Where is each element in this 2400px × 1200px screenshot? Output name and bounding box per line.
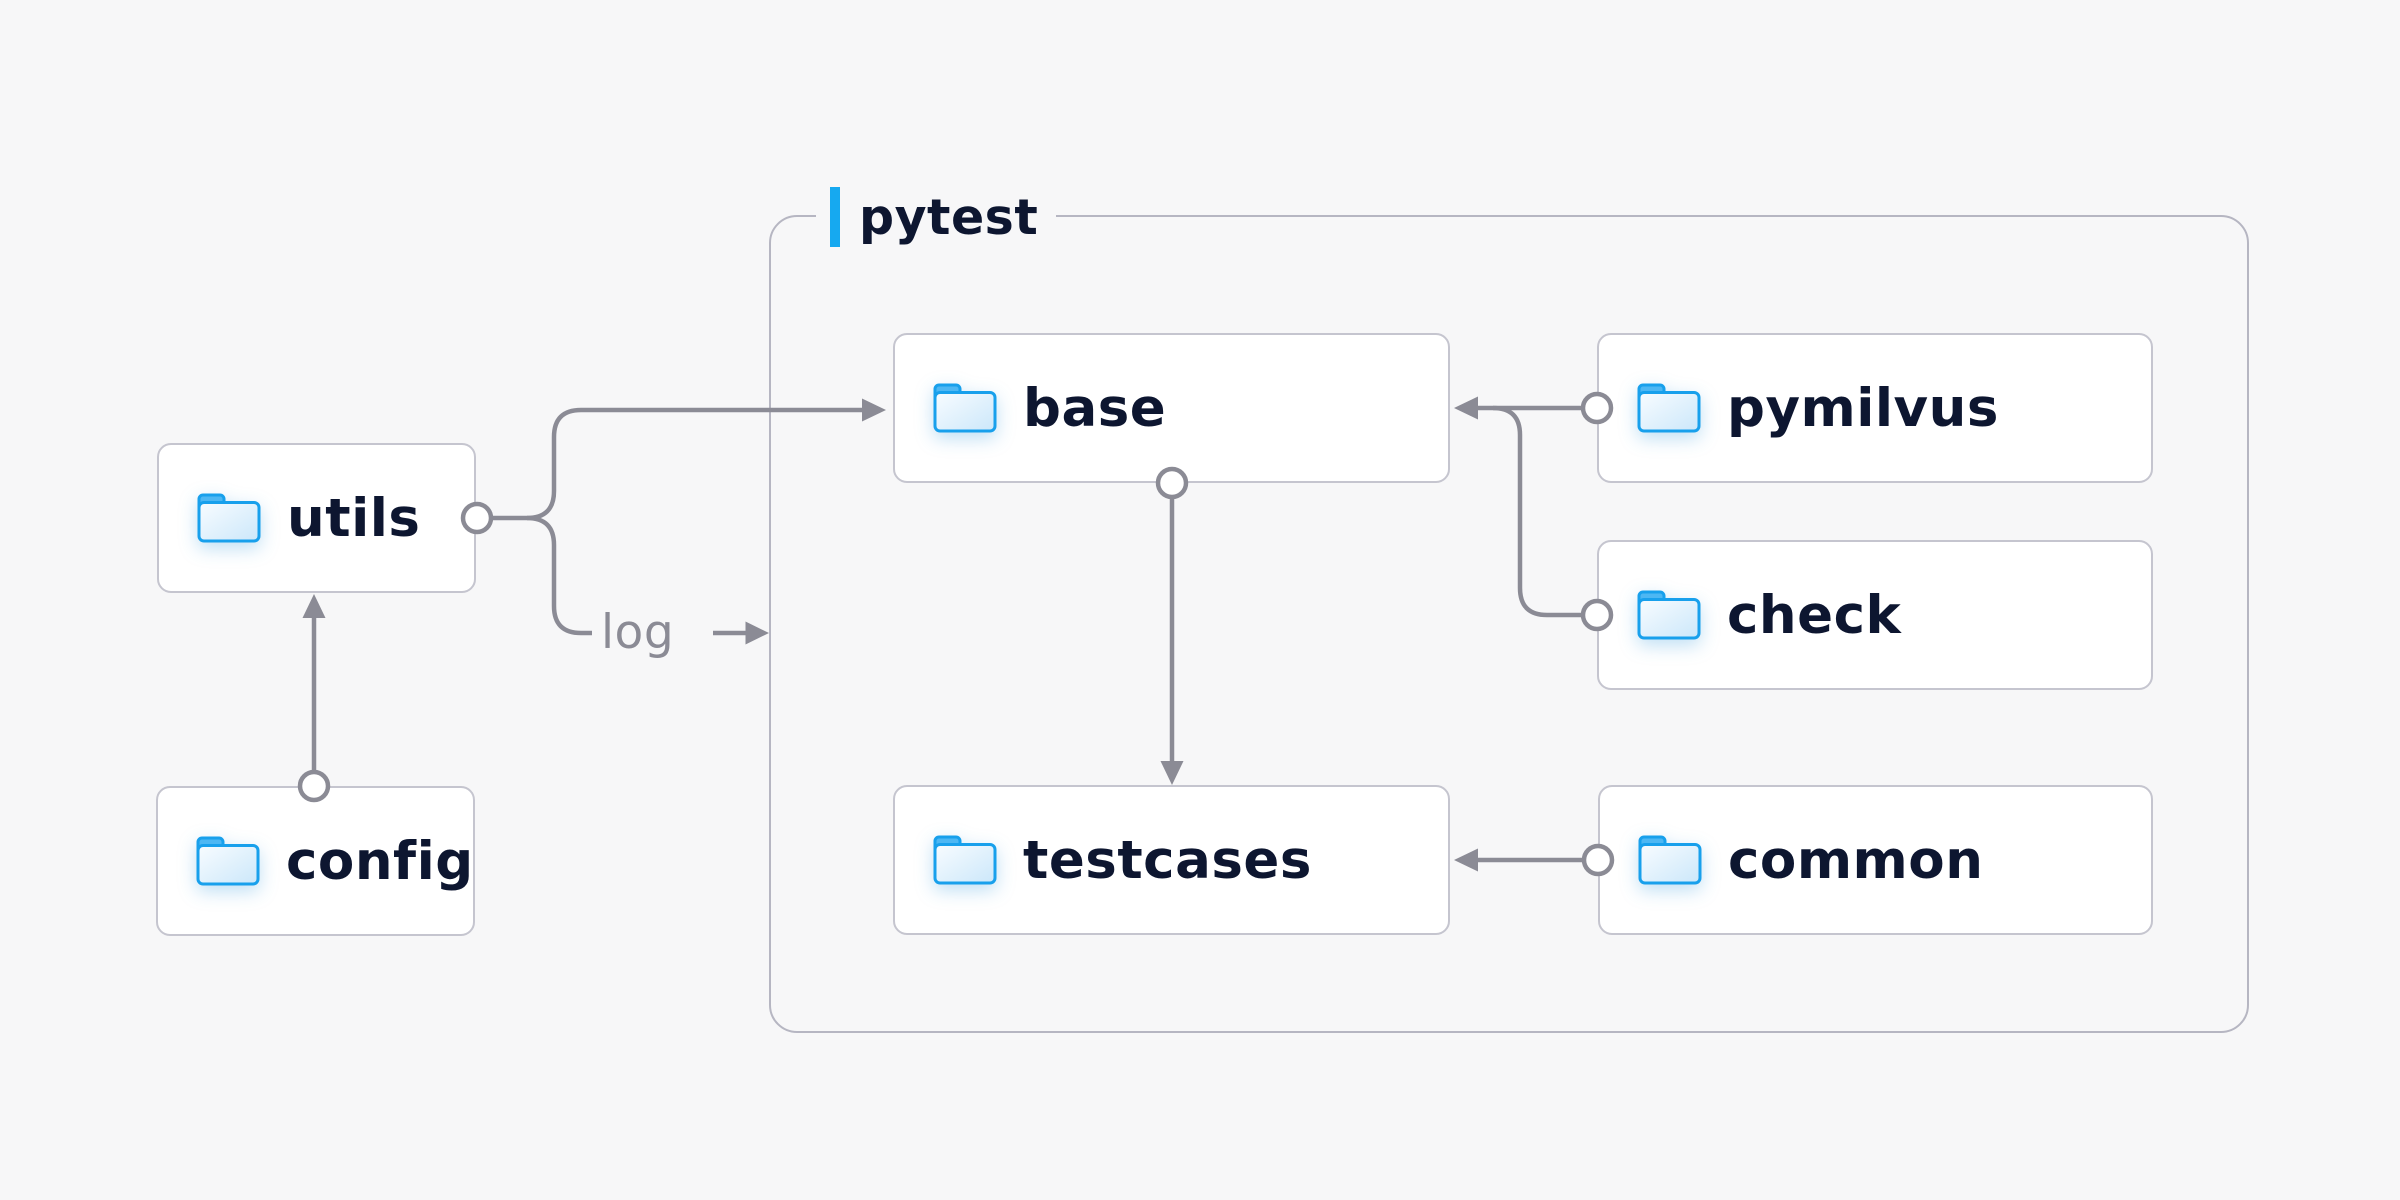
folder-icon <box>196 836 260 886</box>
node-common: common <box>1598 785 2153 935</box>
node-label: pymilvus <box>1727 377 1999 439</box>
pytest-group: pytest <box>769 186 2249 1033</box>
node-pymilvus: pymilvus <box>1597 333 2153 483</box>
node-utils: utils <box>157 443 476 593</box>
edge-utils-to-log <box>526 515 592 636</box>
edge-label-log: log <box>601 605 675 660</box>
label-accent-bar-icon <box>830 187 840 247</box>
arrowhead-icon <box>302 594 326 618</box>
pytest-group-label-text: pytest <box>859 188 1039 246</box>
pytest-group-label: pytest <box>816 186 1057 248</box>
folder-icon <box>1637 590 1701 640</box>
node-label: config <box>286 830 474 892</box>
node-config: config <box>156 786 475 936</box>
node-base: base <box>893 333 1450 483</box>
node-label: check <box>1727 584 1902 646</box>
node-label: testcases <box>1023 829 1312 891</box>
node-check: check <box>1597 540 2153 690</box>
node-label: utils <box>287 487 421 549</box>
node-label: common <box>1728 829 1984 891</box>
folder-icon <box>1638 835 1702 885</box>
node-testcases: testcases <box>893 785 1450 935</box>
folder-icon <box>197 493 261 543</box>
folder-icon <box>933 835 997 885</box>
folder-icon <box>933 383 997 433</box>
node-label: base <box>1023 377 1167 439</box>
arrowhead-icon <box>745 621 769 645</box>
folder-icon <box>1637 383 1701 433</box>
